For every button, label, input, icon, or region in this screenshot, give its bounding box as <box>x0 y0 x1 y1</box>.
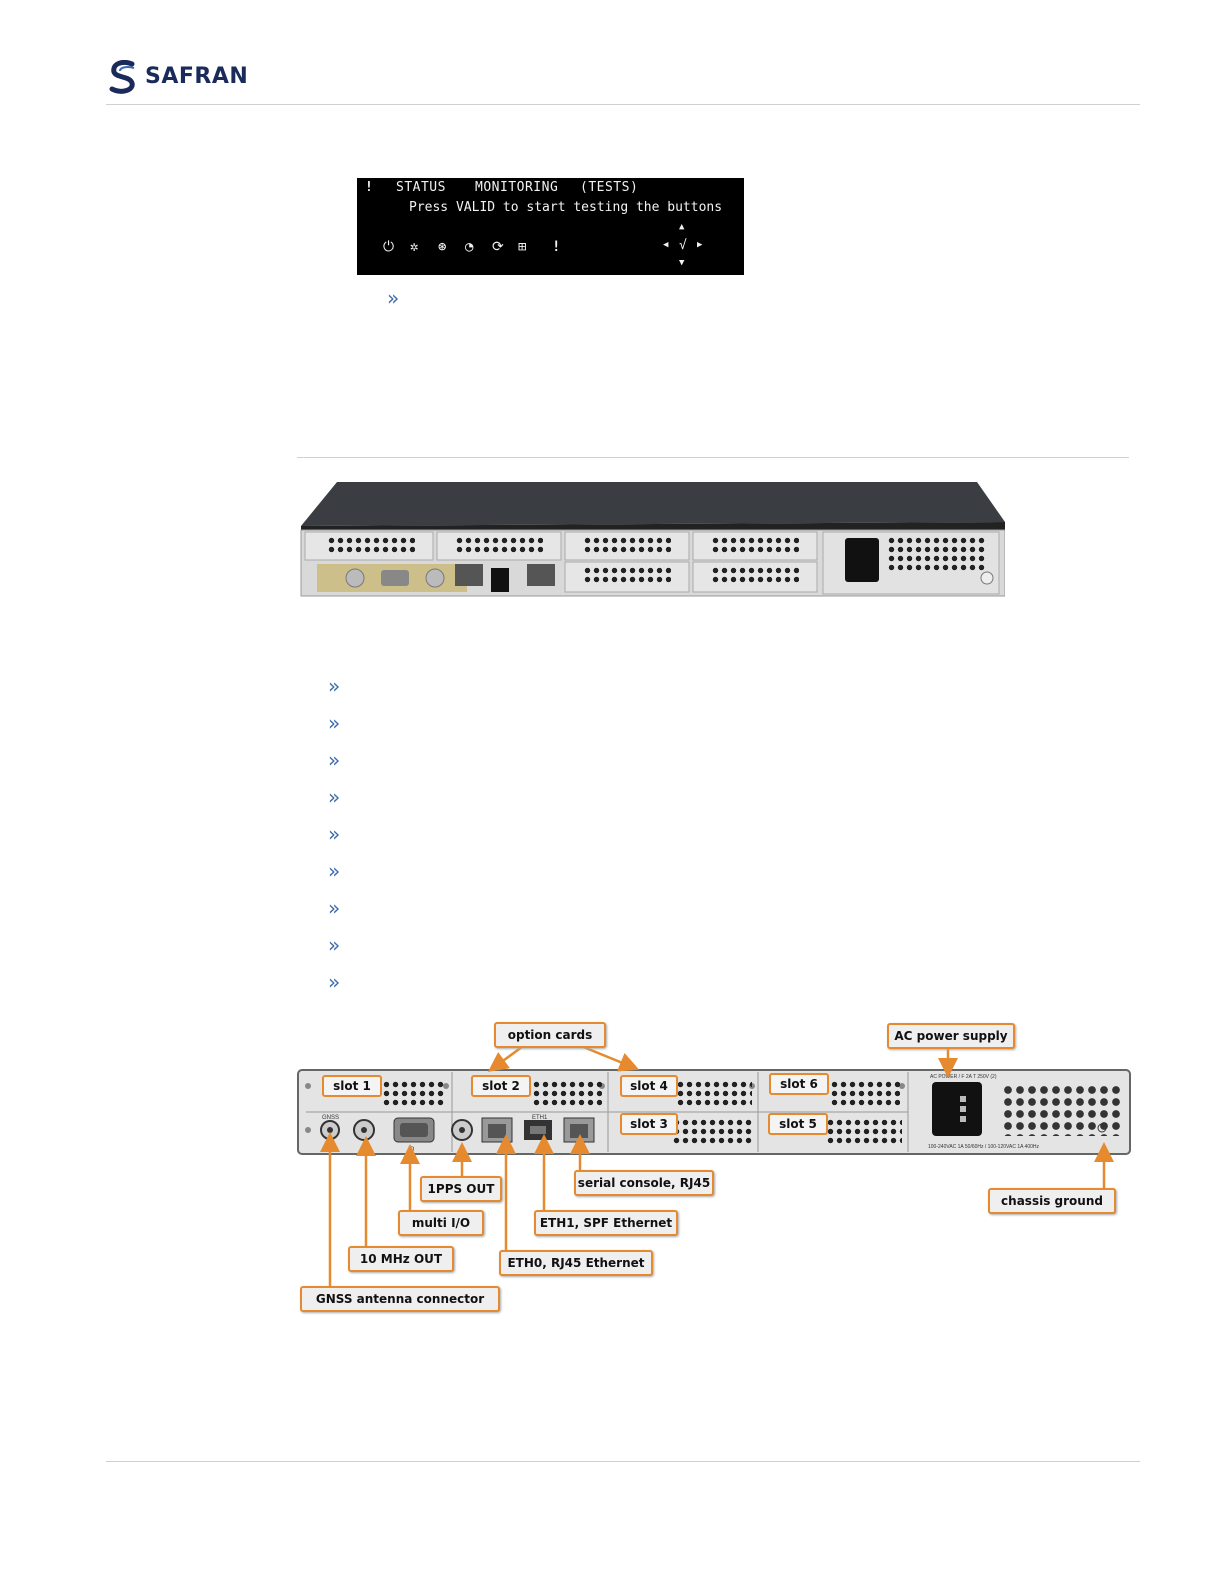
lcd-alert: ! <box>365 180 374 195</box>
safran-logo-icon <box>109 59 135 94</box>
bullet-chevron-icon: » <box>387 286 400 310</box>
eth1-label: ETH1, SPF Ethernet <box>534 1210 678 1236</box>
bullet-chevron-icon: » <box>328 859 341 883</box>
left-arrow-icon: ◀ <box>663 240 669 250</box>
ac-power-supply-label: AC power supply <box>887 1023 1015 1049</box>
callout-arrows <box>320 1042 1114 1288</box>
vent-holes <box>327 536 415 554</box>
vent-holes <box>583 536 671 554</box>
satellite-icon: ✲ <box>410 239 419 255</box>
ac-vent-holes <box>1002 1084 1120 1136</box>
safran-logo <box>108 59 140 94</box>
lcd-message: Press VALID to start testing the buttons <box>409 200 723 215</box>
refresh-icon: ⟳ <box>492 239 504 255</box>
timer-icon: ◔ <box>465 239 474 255</box>
device-rear-photo <box>297 478 1006 600</box>
alert-icon: ! <box>552 239 561 255</box>
lcd-tab-status: STATUS <box>396 180 446 195</box>
down-arrow-icon: ▼ <box>679 258 685 268</box>
pps-out-label: 1PPS OUT <box>420 1176 502 1202</box>
bullet-chevron-icon: » <box>328 933 341 957</box>
vent-holes <box>887 536 987 572</box>
bullet-chevron-icon: » <box>328 896 341 920</box>
bullet-chevron-icon: » <box>328 970 341 994</box>
rear-panel-diagram: AC POWER / F 2A T 250V (2) 100-240VAC 1A… <box>296 1018 1132 1318</box>
eth1-print: ETH1 <box>532 1115 548 1121</box>
lcd-tab-tests: (TESTS) <box>580 180 639 195</box>
vent-holes <box>455 536 543 554</box>
section-divider <box>297 457 1129 458</box>
gnss-print: GNSS <box>322 1115 340 1121</box>
serial-console-label: serial console, RJ45 <box>574 1170 714 1196</box>
multi-io-label: multi I/O <box>398 1210 484 1236</box>
lcd-screen: ! STATUS MONITORING (TESTS) Press VALID … <box>357 178 744 275</box>
brand-name: SAFRAN <box>145 64 249 89</box>
power-icon: ⏻ <box>383 239 395 255</box>
gnss-antenna-label: GNSS antenna connector <box>300 1286 500 1312</box>
ac-rating-print: 100-240VAC 1A 50/60Hz / 100-120VAC 1A 40… <box>928 1144 1039 1150</box>
ac-power-print: AC POWER / F 2A T 250V (2) <box>930 1074 997 1080</box>
header-divider <box>106 104 1140 105</box>
vent-holes <box>583 566 671 584</box>
option-cards-label: option cards <box>494 1022 606 1048</box>
slot-vent-holes <box>532 1080 602 1108</box>
vent-holes <box>711 536 799 554</box>
slot-vent-holes <box>830 1080 900 1108</box>
bullet-chevron-icon: » <box>328 674 341 698</box>
slot-3-label: slot 3 <box>620 1113 678 1135</box>
chassis-ground-label: chassis ground <box>988 1188 1116 1214</box>
footer-divider <box>106 1461 1140 1462</box>
check-icon: √ <box>679 238 687 253</box>
up-arrow-icon: ▲ <box>679 222 685 232</box>
network-icon: ⊞ <box>518 239 527 255</box>
lcd-tab-monitoring: MONITORING <box>475 180 559 195</box>
slot-6-label: slot 6 <box>769 1073 829 1095</box>
10-mhz-out-label: 10 MHz OUT <box>348 1246 454 1272</box>
input-icon: ⊛ <box>438 239 447 255</box>
right-arrow-icon: ▶ <box>697 240 703 250</box>
slot-4-label: slot 4 <box>620 1075 678 1097</box>
slot-vent-holes <box>382 1080 444 1108</box>
slot-vent-holes <box>676 1080 752 1108</box>
bullet-chevron-icon: » <box>328 748 341 772</box>
bullet-chevron-icon: » <box>328 822 341 846</box>
bullet-chevron-icon: » <box>328 711 341 735</box>
slot-5-label: slot 5 <box>768 1113 828 1135</box>
vent-holes <box>711 566 799 584</box>
eth0-label: ETH0, RJ45 Ethernet <box>499 1250 653 1276</box>
slot-1-label: slot 1 <box>322 1075 382 1097</box>
slot-vent-holes <box>826 1118 902 1146</box>
slot-2-label: slot 2 <box>471 1075 531 1097</box>
slot-vent-holes <box>672 1118 752 1146</box>
bullet-chevron-icon: » <box>328 785 341 809</box>
